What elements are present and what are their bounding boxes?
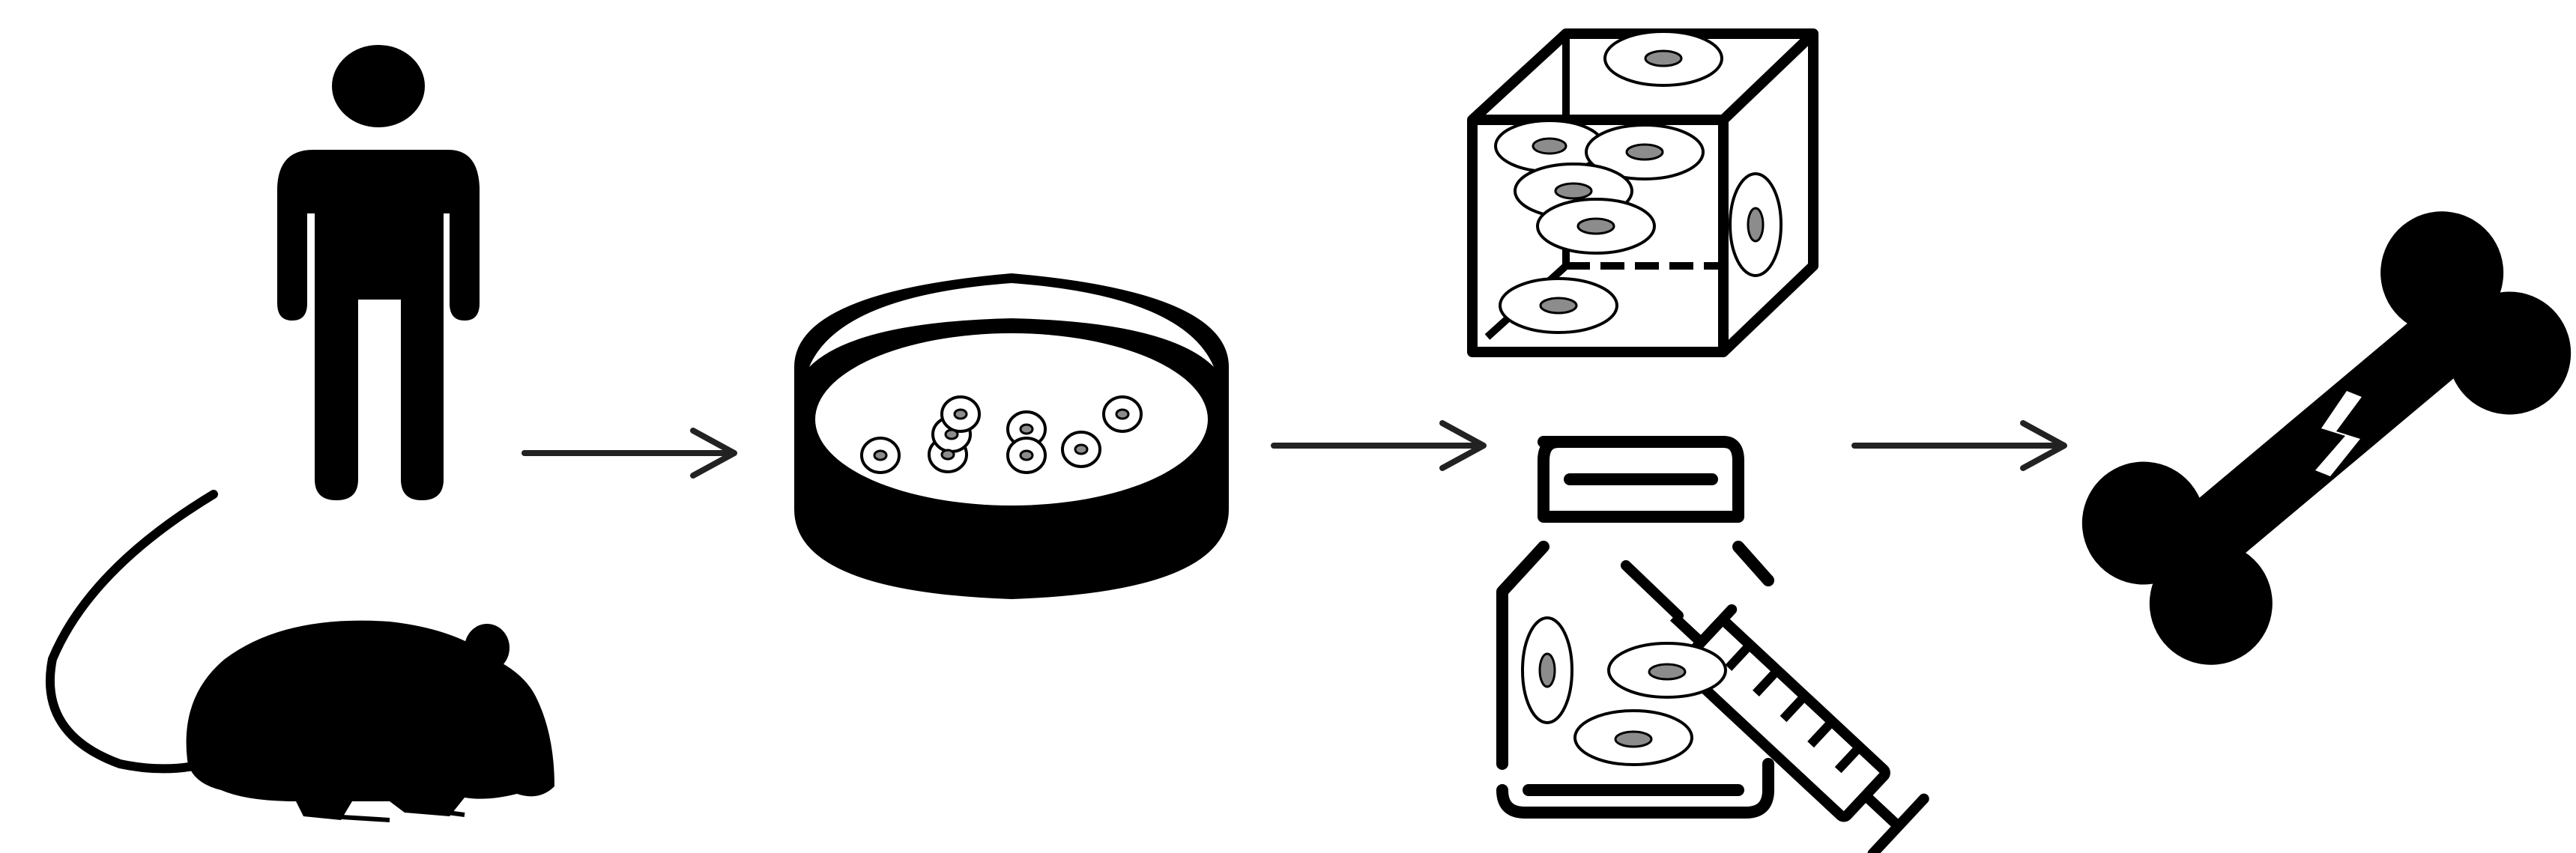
mouse-icon <box>45 490 555 822</box>
arrow-3 <box>1851 420 2067 471</box>
arrow-1 <box>521 428 737 479</box>
cultured-cells <box>860 395 1143 474</box>
scaffold-cells <box>1494 30 1783 334</box>
syringe-icon <box>1621 560 1929 853</box>
arrow-2 <box>1271 420 1487 471</box>
scaffold-cube-icon <box>1467 28 1818 357</box>
injection-vial-icon <box>1496 436 1929 853</box>
fractured-bone-icon <box>2081 211 2572 665</box>
petri-dish-icon <box>794 273 1229 599</box>
human-icon <box>277 45 480 500</box>
